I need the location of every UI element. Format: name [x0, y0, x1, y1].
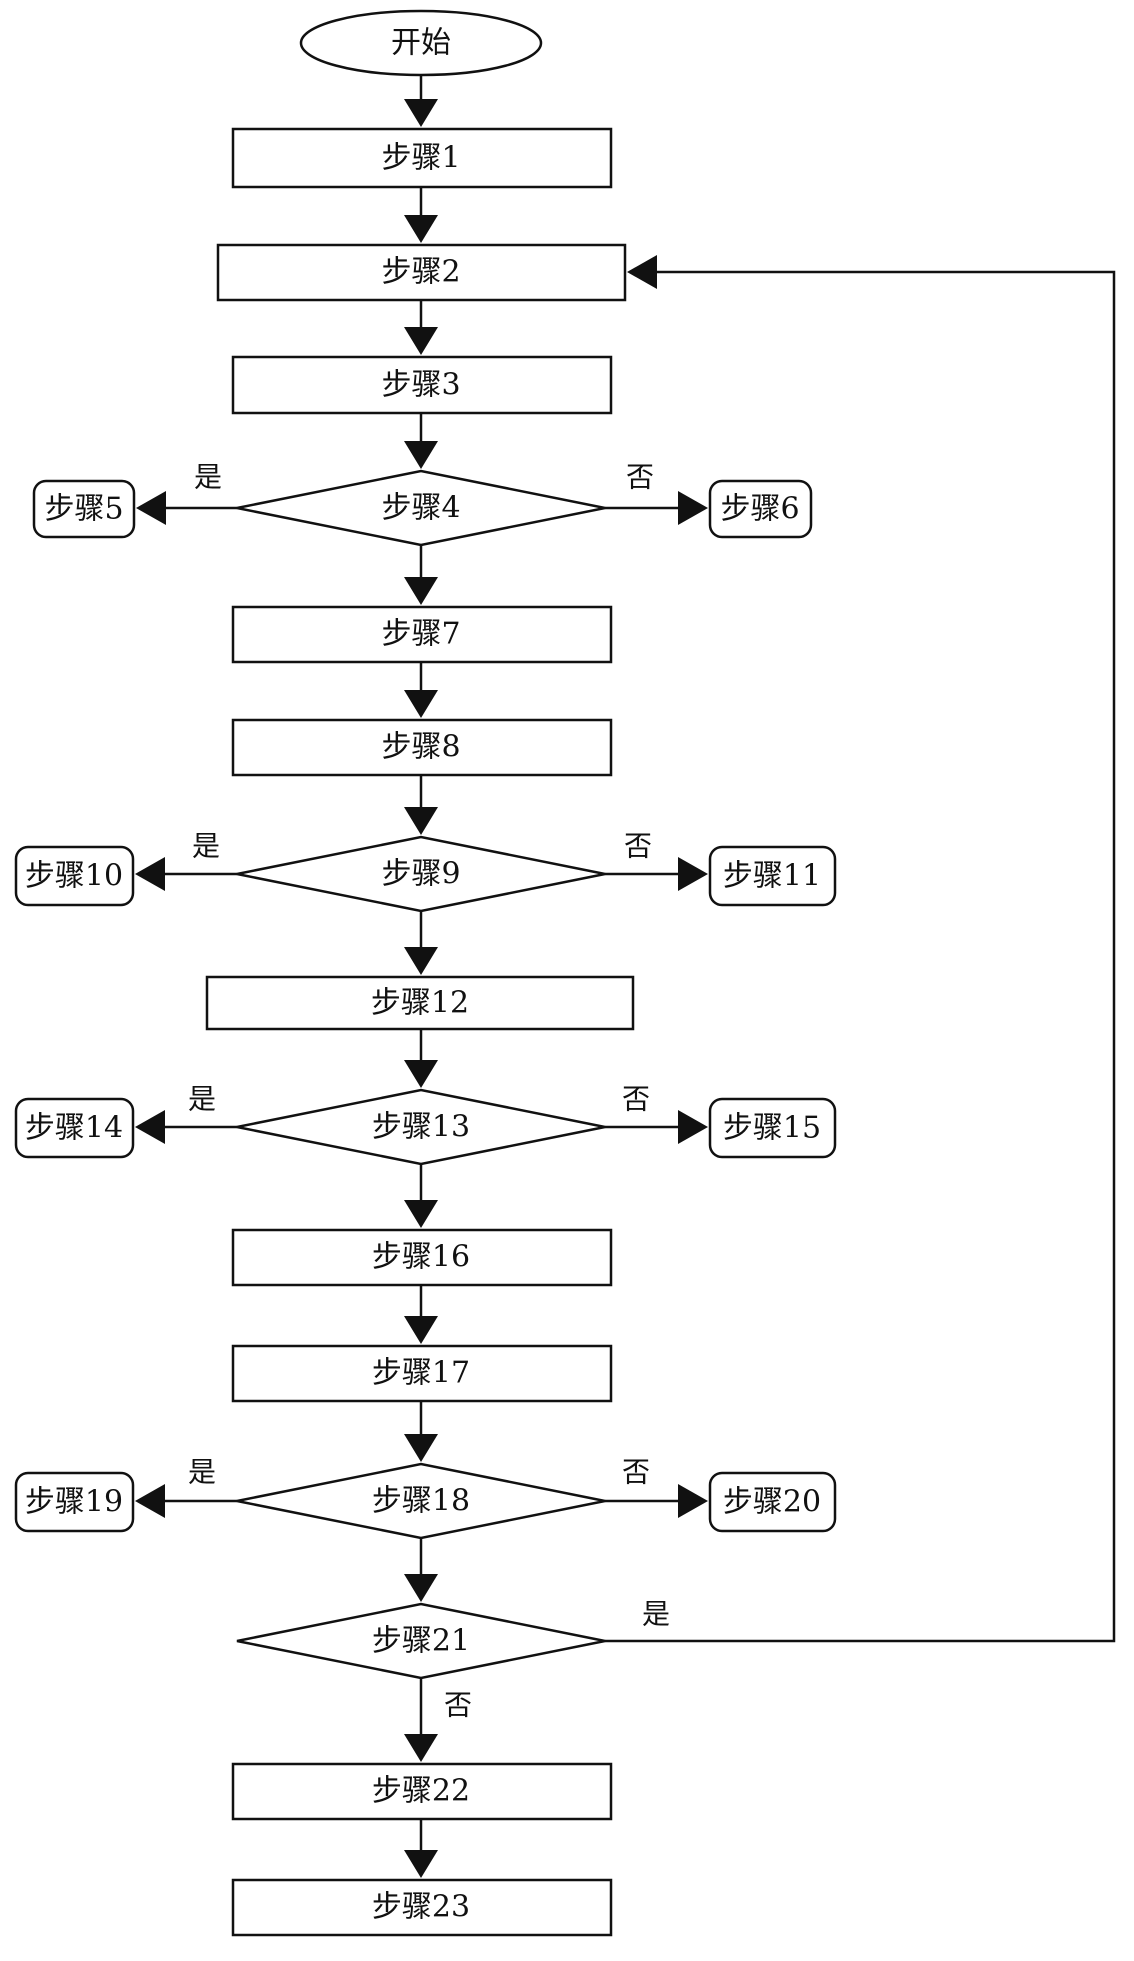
step-15-box	[708, 1097, 837, 1159]
step-10-box	[14, 845, 135, 907]
step-7-label: 步骤7	[381, 617, 460, 652]
arrowhead-22-to-23	[404, 1850, 438, 1878]
step-1-box	[231, 127, 613, 189]
step-3-label: 步骤3	[381, 368, 460, 403]
arrowhead-4-to-5	[136, 491, 166, 525]
arrowhead-9-to-12	[404, 947, 438, 975]
step-22-label: 步骤22	[372, 1774, 470, 1809]
arrowhead-21-loop-to-2	[627, 255, 657, 289]
step-12-label: 步骤12	[371, 986, 469, 1021]
arrowhead-12-to-13	[404, 1060, 438, 1088]
step-4-label: 步骤4	[381, 491, 460, 526]
arrowhead-13-to-16	[404, 1200, 438, 1228]
step-19-label: 步骤19	[25, 1485, 123, 1520]
arrowhead-21-to-22	[404, 1734, 438, 1762]
arrowhead-4-to-7	[404, 577, 438, 605]
step-11-label: 步骤11	[723, 859, 821, 894]
arrowhead-8-to-9	[404, 807, 438, 835]
arrowhead-13-to-14	[135, 1110, 165, 1144]
step-21-yes-label: 是	[642, 1598, 670, 1631]
arrowhead-9-to-10	[135, 857, 165, 891]
edge-21-loop-to-2	[605, 270, 1116, 1643]
start-label: 开始	[391, 26, 451, 61]
step-23-label: 步骤23	[372, 1890, 470, 1925]
arrowhead-18-to-20	[678, 1484, 708, 1518]
arrowhead-2-to-3	[404, 327, 438, 355]
arrowhead-9-to-11	[678, 857, 708, 891]
step-10-label: 步骤10	[25, 859, 123, 894]
step-16-label: 步骤16	[372, 1240, 470, 1275]
step-2-label: 步骤2	[381, 255, 460, 290]
step-13-no-label: 否	[622, 1083, 650, 1116]
step-17-label: 步骤17	[372, 1356, 470, 1391]
step-9-label: 步骤9	[381, 857, 460, 892]
arrowhead-18-to-19	[135, 1484, 165, 1518]
step-14-label: 步骤14	[25, 1111, 123, 1146]
step-11-box	[708, 845, 837, 907]
step-20-box	[708, 1471, 837, 1533]
step-4-no-label: 否	[626, 461, 654, 494]
step-21-no-label: 否	[444, 1689, 472, 1722]
step-15-label: 步骤15	[723, 1111, 821, 1146]
arrowhead-1-to-2	[404, 215, 438, 243]
step-17-box	[231, 1344, 613, 1403]
step-14-box	[14, 1097, 135, 1159]
step-6-box	[708, 479, 813, 539]
step-18-yes-label: 是	[188, 1456, 216, 1489]
arrowhead-start-to-1	[404, 99, 438, 127]
step-9-yes-label: 是	[192, 830, 220, 863]
step-13-label: 步骤13	[372, 1110, 470, 1145]
step-8-box	[231, 718, 613, 777]
step-5-box	[32, 479, 136, 539]
step-5-label: 步骤5	[44, 492, 123, 527]
arrowhead-13-to-15	[678, 1110, 708, 1144]
arrowhead-3-to-4	[404, 441, 438, 469]
step-18-no-label: 否	[622, 1456, 650, 1489]
arrowhead-18-to-21	[404, 1574, 438, 1602]
step-8-label: 步骤8	[381, 730, 460, 765]
step-2-box	[216, 243, 627, 302]
arrowhead-4-to-6	[678, 491, 708, 525]
step-9-no-label: 否	[624, 830, 652, 863]
step-4-yes-label: 是	[194, 461, 222, 494]
arrowhead-17-to-18	[404, 1434, 438, 1462]
arrowhead-7-to-8	[404, 690, 438, 718]
step-16-box	[231, 1228, 613, 1287]
step-1-label: 步骤1	[381, 141, 460, 176]
step-18-label: 步骤18	[372, 1484, 470, 1519]
step-13-yes-label: 是	[188, 1083, 216, 1116]
step-19-box	[14, 1471, 135, 1533]
step-6-label: 步骤6	[720, 492, 799, 527]
step-12-box	[205, 975, 635, 1031]
step-21-label: 步骤21	[372, 1624, 470, 1659]
step-23-box	[231, 1878, 613, 1937]
arrowhead-16-to-17	[404, 1316, 438, 1344]
step-20-label: 步骤20	[723, 1485, 821, 1520]
step-3-box	[231, 355, 613, 415]
